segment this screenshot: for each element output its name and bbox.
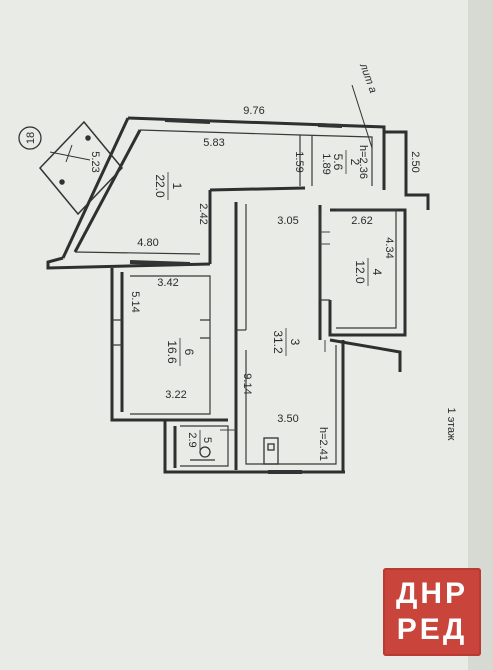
svg-text:16.6: 16.6 [165,340,179,364]
svg-text:5: 5 [201,437,213,443]
svg-text:6: 6 [182,349,196,356]
svg-text:12.0: 12.0 [353,260,367,284]
watermark-line-1: ДНР [395,577,469,610]
svg-text:4: 4 [370,269,384,276]
sheet-number: 18 [25,132,37,144]
floor-label: 1 этаж [445,408,457,442]
room-2: 2 5.6 [331,150,362,174]
dim-9-14: 9.14 [241,373,253,394]
inner-walls [74,129,397,467]
dim-2-50: 2.50 [409,151,421,172]
room-labels: 1 22.0 2 5.6 3 31.2 4 12.0 5 2.9 6 16.6 [153,150,384,450]
svg-text:1: 1 [170,183,184,190]
dim-5-14: 5.14 [129,291,141,312]
dim-5-83: 5.83 [203,137,224,149]
dim-1-59: 1.59 [293,151,305,172]
room-4: 4 12.0 [353,258,384,286]
dim-5-23: 5.23 [89,151,101,172]
dim-h-2-41: h=2.41 [317,427,329,461]
litera-leader [351,84,373,149]
dim-3-22: 3.22 [165,389,186,401]
dim-1-89: 1.89 [320,153,332,174]
fixture [190,437,279,465]
room-3: 3 31.2 [271,328,302,356]
litera-label: лит а [357,61,379,95]
dim-4-34: 4.34 [383,237,395,258]
windows [129,118,343,474]
dimension-labels: 9.76 5.83 1.59 1.89 h=2.36 2.50 5.23 2.4… [89,105,421,461]
dim-3-50: 3.50 [277,413,298,425]
sheet-number-marker: 18 [18,126,42,150]
dim-3-42: 3.42 [157,277,178,289]
svg-text:5.6: 5.6 [331,154,345,171]
svg-text:31.2: 31.2 [271,330,285,354]
dim-9-76: 9.76 [243,105,264,117]
dim-3-05: 3.05 [277,215,298,227]
dim-2-62: 2.62 [351,215,372,227]
dim-2-42: 2.42 [197,203,209,224]
room-1: 1 22.0 [153,172,184,200]
outer-walls [46,116,430,474]
scan-edge [468,0,493,670]
room-6: 6 16.6 [165,338,196,366]
entrance-porch [38,120,124,216]
watermark-line-2: РЕД [396,613,468,646]
watermark-logo: ДНР РЕД [383,568,481,656]
room-5: 5 2.9 [186,430,213,450]
svg-text:22.0: 22.0 [153,174,167,198]
svg-text:2: 2 [348,159,362,166]
svg-text:2.9: 2.9 [186,432,198,447]
dim-h-2-36: h=2.36 [357,145,369,179]
svg-text:3: 3 [288,339,302,346]
doors [220,231,330,431]
dim-4-80: 4.80 [137,237,158,249]
